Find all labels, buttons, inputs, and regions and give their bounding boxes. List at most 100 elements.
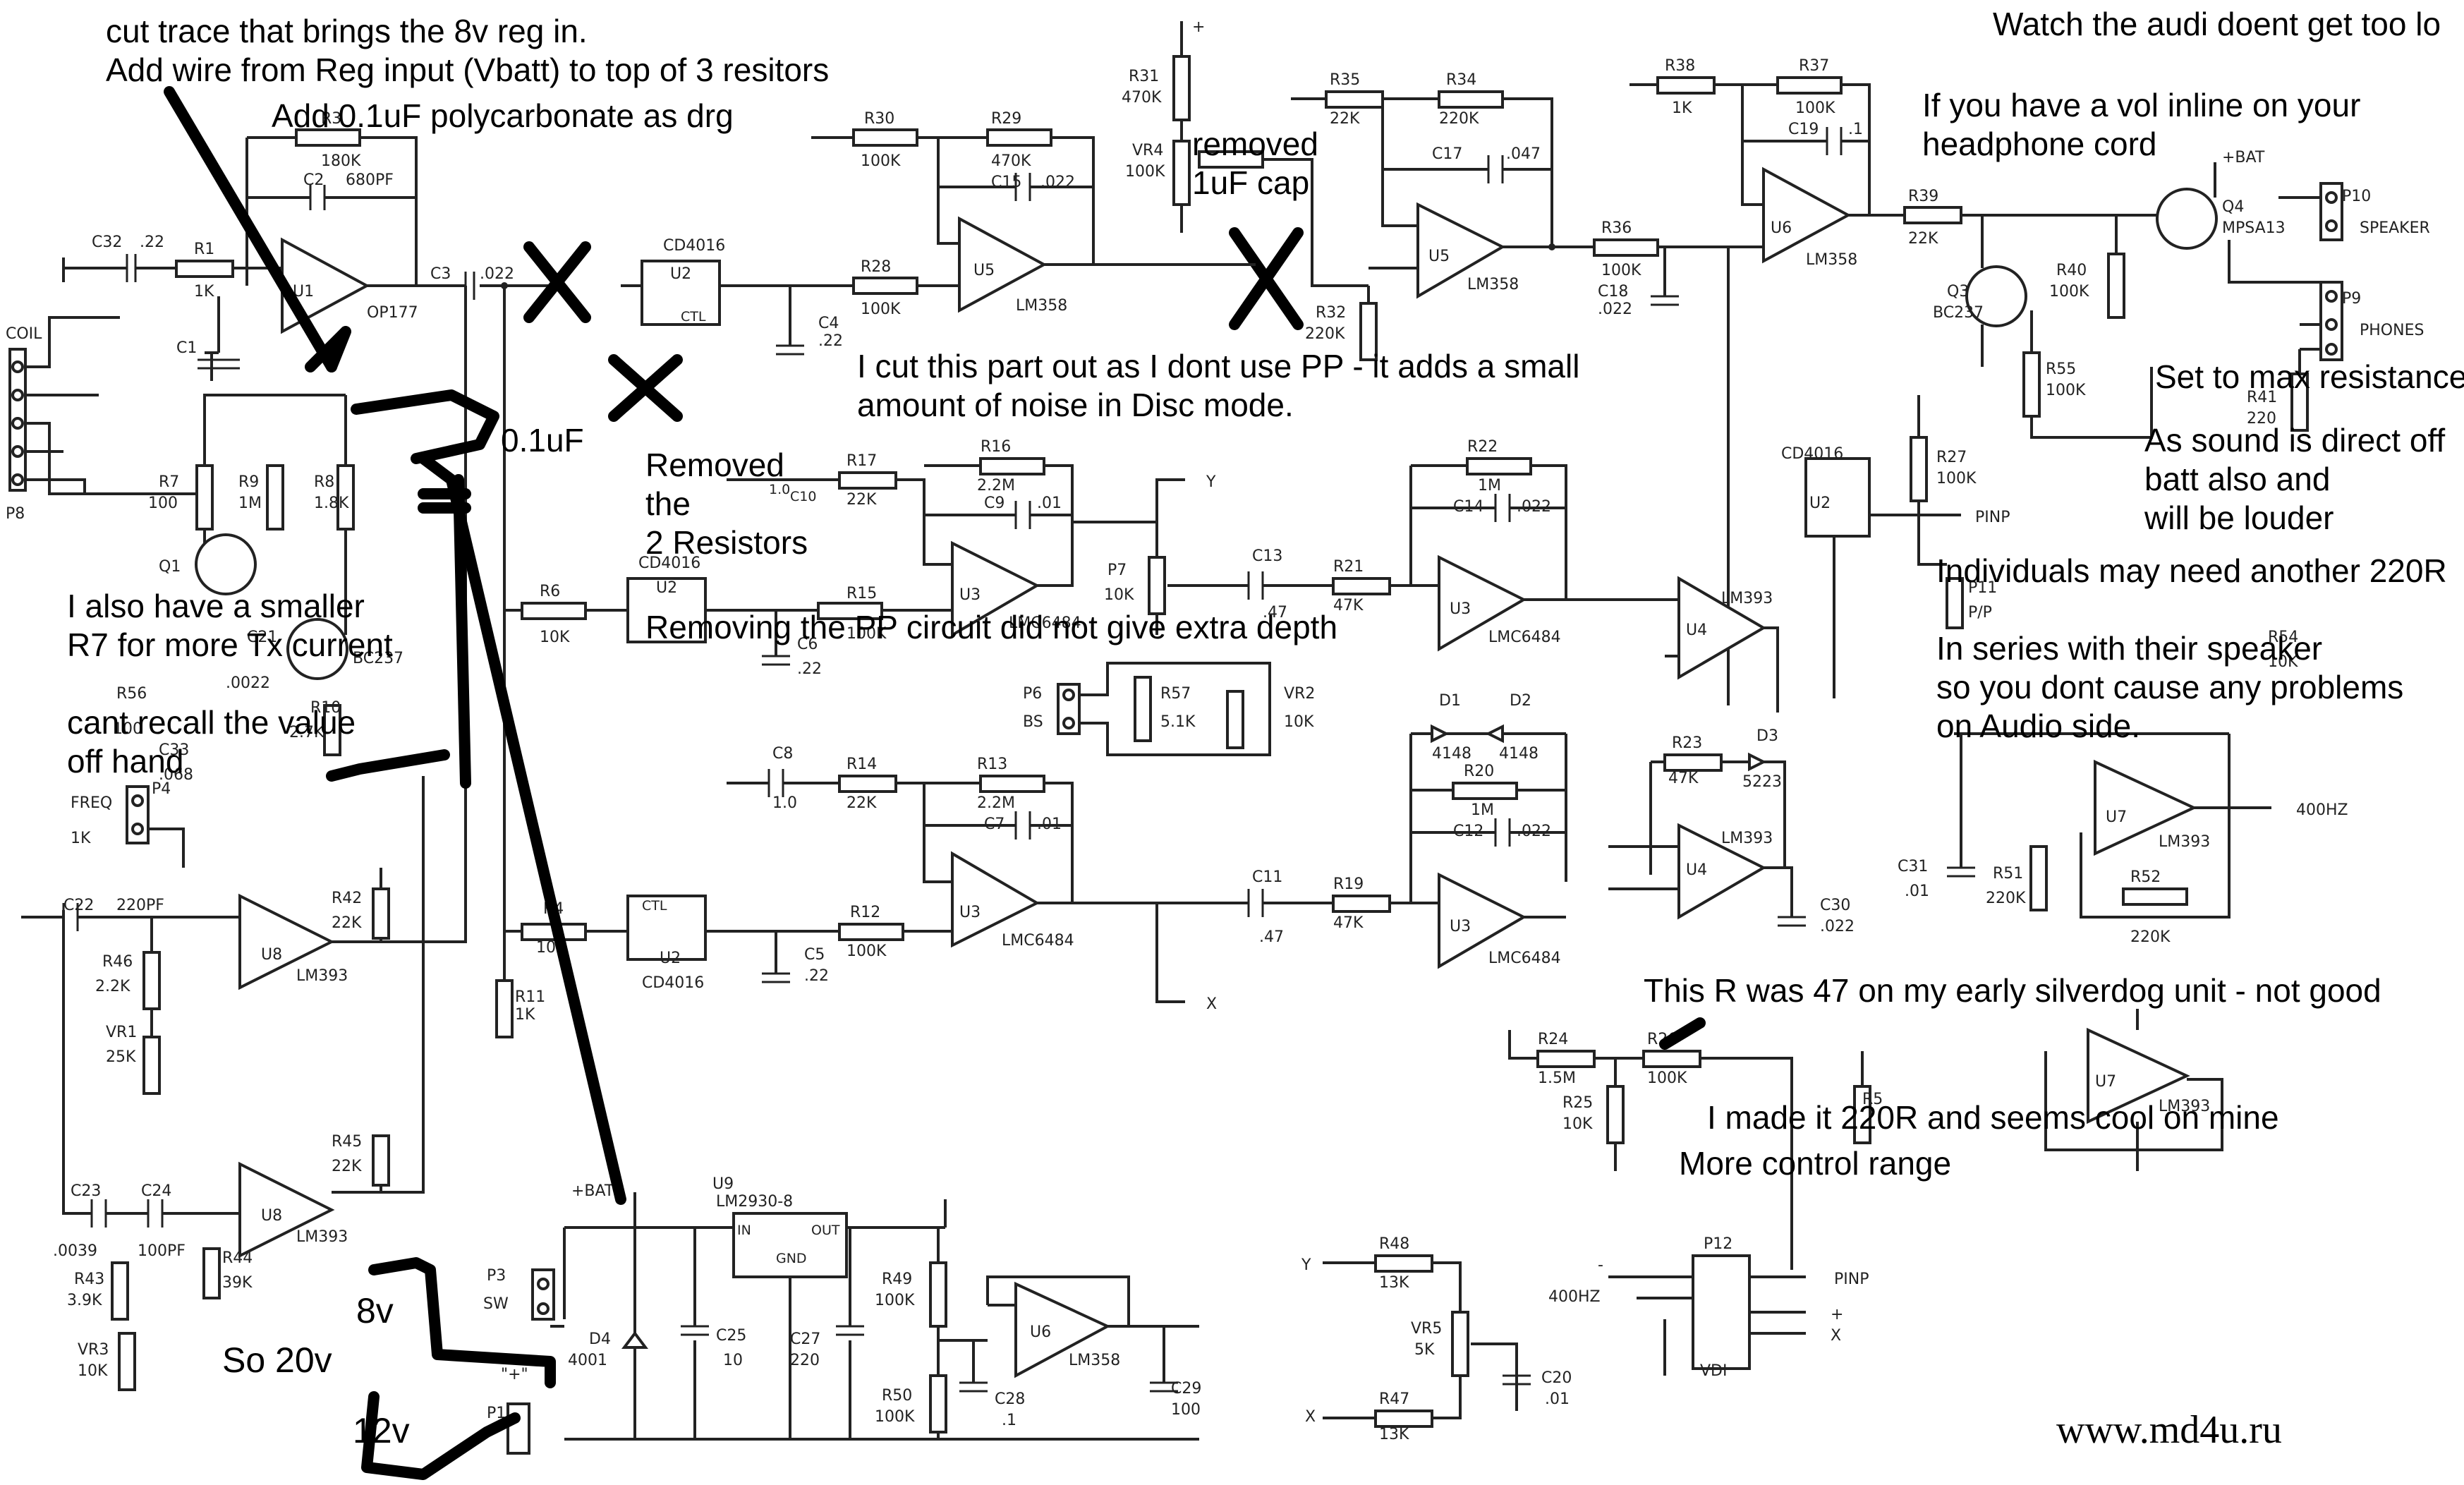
svg-text:1.5M: 1.5M	[1538, 1069, 1576, 1087]
svg-text:VR1: VR1	[106, 1024, 137, 1041]
svg-text:R24: R24	[1538, 1031, 1568, 1048]
svg-text:2.2M: 2.2M	[977, 794, 1015, 812]
svg-text:.22: .22	[818, 332, 843, 350]
svg-text:.47: .47	[1263, 604, 1287, 622]
svg-text:R45: R45	[332, 1133, 362, 1151]
svg-text:LM2930-8: LM2930-8	[716, 1193, 793, 1211]
svg-text:.0022: .0022	[226, 674, 270, 692]
note-8v: 8v	[356, 1291, 394, 1331]
svg-text:LM358: LM358	[1016, 297, 1067, 315]
svg-text:100K: 100K	[1601, 262, 1641, 279]
svg-text:100K: 100K	[2049, 283, 2089, 301]
svg-text:VR5: VR5	[1411, 1320, 1442, 1338]
svg-text:+BAT: +BAT	[571, 1182, 614, 1200]
svg-text:C6: C6	[797, 636, 818, 653]
svg-text:FREQ: FREQ	[71, 794, 112, 812]
svg-text:LM393: LM393	[296, 1228, 348, 1246]
svg-text:C22: C22	[63, 897, 94, 914]
svg-text:C21: C21	[247, 629, 277, 646]
vr4-stage: + R31 470K VR4 100K	[1122, 18, 1368, 287]
svg-text:.022: .022	[480, 265, 514, 283]
svg-text:U5: U5	[1428, 248, 1450, 265]
svg-text:.022: .022	[1598, 301, 1632, 318]
svg-text:100K: 100K	[846, 625, 887, 643]
svg-text:22K: 22K	[846, 491, 877, 509]
svg-text:R46: R46	[102, 953, 133, 971]
svg-text:C31: C31	[1898, 858, 1928, 875]
svg-text:220: 220	[790, 1352, 820, 1369]
svg-text:R34: R34	[1446, 71, 1476, 89]
svg-text:.022: .022	[1820, 918, 1855, 935]
svg-text:1K: 1K	[515, 1006, 535, 1024]
pen-stroke-1	[164, 86, 337, 372]
svg-text:5223: 5223	[1742, 773, 1782, 791]
svg-text:2.2M: 2.2M	[977, 477, 1015, 495]
svg-text:2.2K: 2.2K	[95, 978, 131, 995]
svg-text:LM393: LM393	[296, 967, 348, 985]
svg-text:10K: 10K	[78, 1362, 108, 1380]
svg-text:U3: U3	[959, 904, 981, 921]
svg-text:1M: 1M	[238, 495, 262, 512]
svg-text:R29: R29	[991, 110, 1021, 128]
note-r7-1: I also have a smaller	[67, 588, 365, 624]
svg-text:LMC6484: LMC6484	[1002, 932, 1074, 950]
svg-text:R1: R1	[194, 241, 214, 258]
svg-text:R15: R15	[846, 585, 877, 602]
svg-text:.22: .22	[797, 660, 822, 678]
svg-text:R20: R20	[1464, 763, 1494, 780]
svg-text:C12: C12	[1453, 823, 1483, 840]
svg-text:C2: C2	[303, 171, 324, 189]
svg-text:U4: U4	[1686, 622, 1707, 639]
u3-upper: R6 10K CD4016 U2 C6 .22 R15 100K R17 22K…	[504, 438, 1216, 678]
svg-text:PINP: PINP	[1834, 1271, 1869, 1288]
svg-text:BC237: BC237	[353, 650, 403, 667]
note-pp-cut: I cut this part out as I dont use PP - i…	[857, 348, 1579, 384]
svg-text:PINP: PINP	[1975, 509, 2010, 526]
svg-text:CD4016: CD4016	[663, 237, 725, 255]
u2-top: CD4016 U2 CTL C4 .22	[621, 237, 861, 356]
svg-text:.01: .01	[1037, 816, 1062, 833]
note-series-2: so you dont cause any problems	[1936, 669, 2403, 705]
svg-text:VR2: VR2	[1284, 685, 1315, 703]
note-r220-1: I made it 220R and seems cool on mine	[1707, 1099, 2279, 1136]
pen-stroke-7	[1659, 1017, 1706, 1050]
svg-text:P10: P10	[2342, 188, 2371, 205]
svg-text:10: 10	[723, 1352, 743, 1369]
u6-stage: R38 1K R37 100K C19 .1 R36 100K C18 .022…	[1552, 57, 1905, 705]
svg-text:R6: R6	[540, 583, 560, 600]
svg-text:220K: 220K	[1986, 890, 2026, 907]
note-pp-cut-2: amount of noise in Disc mode.	[857, 387, 1294, 423]
svg-text:C33: C33	[159, 741, 189, 759]
svg-text:U9: U9	[712, 1175, 734, 1193]
svg-text:C19: C19	[1788, 121, 1819, 138]
svg-text:C8: C8	[772, 745, 793, 763]
svg-text:U3: U3	[1450, 918, 1471, 935]
svg-text:47K: 47K	[1333, 914, 1364, 932]
svg-text:100K: 100K	[2046, 382, 2086, 399]
svg-text:OUT: OUT	[811, 1223, 840, 1238]
svg-text:D1: D1	[1439, 692, 1461, 710]
c3: C3 .022	[430, 265, 550, 959]
svg-text:4148: 4148	[1499, 745, 1539, 763]
svg-text:.47: .47	[1259, 928, 1284, 946]
svg-text:R38: R38	[1665, 57, 1695, 75]
svg-text:R12: R12	[850, 904, 880, 921]
pen-stroke-6	[361, 1391, 521, 1480]
svg-text:R44: R44	[222, 1249, 253, 1267]
pen-cap	[418, 488, 471, 514]
svg-text:P12: P12	[1704, 1235, 1732, 1253]
svg-text:CD4016: CD4016	[1781, 445, 1843, 463]
svg-text:LMC6484: LMC6484	[1488, 950, 1561, 967]
svg-text:22K: 22K	[332, 914, 362, 932]
svg-text:C1: C1	[176, 339, 197, 357]
svg-text:LMC6484: LMC6484	[1009, 614, 1081, 632]
svg-text:400HZ: 400HZ	[1548, 1288, 1601, 1306]
svg-text:3.9K: 3.9K	[67, 1292, 102, 1309]
svg-text:400HZ: 400HZ	[2296, 801, 2348, 819]
note-add-wire: Add wire from Reg input (Vbatt) to top o…	[106, 51, 829, 88]
svg-text:R49: R49	[882, 1271, 912, 1288]
svg-text:U7: U7	[2106, 808, 2127, 826]
note-add-cap: Add 0.1uF polycarbonate as drg	[272, 97, 734, 134]
svg-text:Y: Y	[1301, 1256, 1311, 1274]
svg-text:10K: 10K	[540, 629, 570, 646]
